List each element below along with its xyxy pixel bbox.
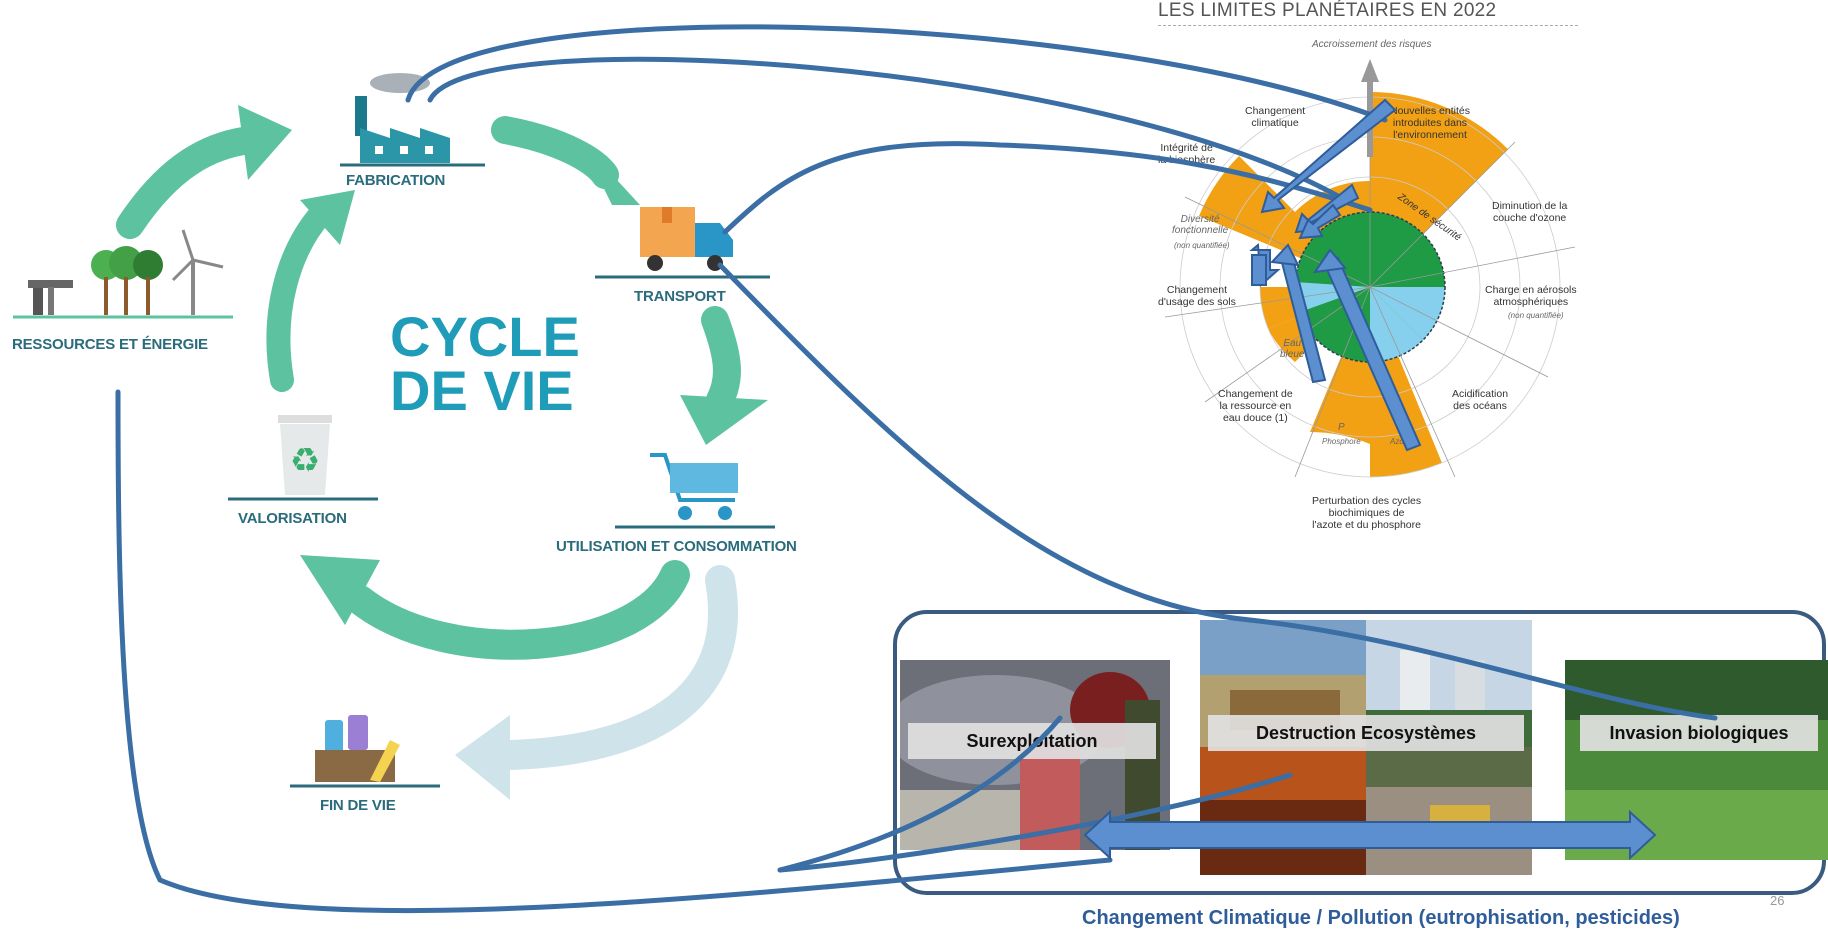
planetary-boundaries-wheel	[1164, 59, 1576, 478]
cycle-arrowhead	[580, 140, 640, 205]
bottom-caption: Changement Climatique / Pollution (eutro…	[1082, 907, 1680, 929]
block-arrow-entites-climat	[1260, 98, 1397, 214]
connector-transport-invasion	[717, 262, 1718, 721]
cycle-title-line1: CYCLE	[390, 305, 580, 368]
label-acidification: Acidification des océans	[1452, 388, 1509, 412]
cycle-arrow-resources-fabrication	[116, 126, 264, 239]
label-destruction-ecosystemes: Destruction Ecosystèmes	[1208, 715, 1524, 751]
connector-destruction	[777, 772, 1293, 873]
stage-utilisation: UTILISATION ET CONSOMMATION	[556, 538, 797, 555]
label-eau-bleue: Eau bleue	[1280, 338, 1305, 360]
connector-transport-climat	[722, 141, 1373, 235]
cycle-arrow-utilisation-findevie	[495, 565, 739, 770]
resources-energy-icon	[13, 229, 233, 319]
label-diversite: Diversité fonctionnelle	[1172, 214, 1229, 236]
cycle-arrow-transport-utilisation	[701, 306, 741, 414]
label-invasion-biologiques: Invasion biologiques	[1580, 715, 1818, 751]
label-phosphore-p: P	[1338, 422, 1345, 433]
recycle-bin-icon: ♻	[278, 415, 332, 495]
stage-transport: TRANSPORT	[634, 288, 726, 305]
label-azote: Azote	[1390, 437, 1411, 446]
block-arrow-azote-head	[1312, 248, 1347, 274]
planetary-boundaries-title: LES LIMITES PLANÉTAIRES EN 2022	[1158, 0, 1497, 21]
cycle-arrow-valorisation-fabrication	[266, 203, 332, 392]
stage-ressources: RESSOURCES ET ÉNERGIE	[12, 336, 208, 353]
waste-bin-icon	[290, 715, 440, 788]
connector-resources-bottom	[115, 389, 1113, 914]
stage-fin-de-vie: FIN DE VIE	[320, 797, 396, 814]
risk-axis-label: Accroissement des risques	[1312, 39, 1432, 50]
safe-zone-light	[1370, 287, 1423, 362]
block-arrow-horizontal	[1083, 809, 1657, 861]
cycle-title-line2: DE VIE	[390, 359, 574, 422]
block-arrow-diversite-stem	[1251, 254, 1267, 286]
connector-fabrication-entites	[405, 24, 1388, 123]
label-aerosols: Charge en aérosols atmosphériques	[1485, 284, 1577, 308]
cycle-title: CYCLE DE VIE	[390, 305, 580, 422]
label-climat: Changement climatique	[1245, 105, 1306, 129]
label-sols: Changement d'usage des sols	[1158, 284, 1236, 308]
cycle-arrowhead	[300, 190, 355, 245]
block-arrow-sols-head	[1269, 243, 1300, 267]
label-phosphore: Phosphore	[1322, 437, 1361, 446]
cycle-arrowhead	[455, 715, 510, 800]
block-arrow-azote	[1323, 256, 1422, 452]
connector-fabrication-integrite	[427, 56, 1348, 203]
block-arrow-climat	[1298, 203, 1342, 240]
title-divider	[1158, 25, 1578, 26]
cycle-arrowhead	[680, 395, 768, 445]
cycle-arrowhead	[238, 105, 292, 180]
connector-surexploitation	[777, 715, 1063, 873]
cycle-arrowhead	[300, 555, 380, 625]
label-nouvelles-entites: Nouvelles entités introduites dans l'env…	[1390, 105, 1470, 141]
stage-valorisation: VALORISATION	[238, 510, 347, 527]
shopping-cart-icon	[615, 453, 775, 529]
label-diversite-note: (non quantifiée)	[1174, 241, 1230, 250]
svg-text:♻: ♻	[290, 441, 320, 481]
safe-zone-light	[1370, 287, 1445, 340]
stage-fabrication: FABRICATION	[346, 172, 446, 189]
block-arrow-sols	[1278, 254, 1327, 384]
label-aerosols-note: (non quantifiée)	[1508, 311, 1564, 320]
label-ozone: Diminution de la couche d'ozone	[1492, 200, 1568, 224]
page-number: 26	[1770, 893, 1785, 908]
label-cycles: Perturbation des cycles biochimiques de …	[1312, 495, 1422, 531]
valorisation-line	[228, 497, 378, 501]
cycle-arrow-utilisation-valorisation	[345, 560, 690, 660]
label-eau-douce: Changement de la ressource en eau douce …	[1218, 388, 1293, 424]
label-surexploitation: Surexploitation	[908, 723, 1156, 759]
factory-icon	[340, 73, 485, 167]
